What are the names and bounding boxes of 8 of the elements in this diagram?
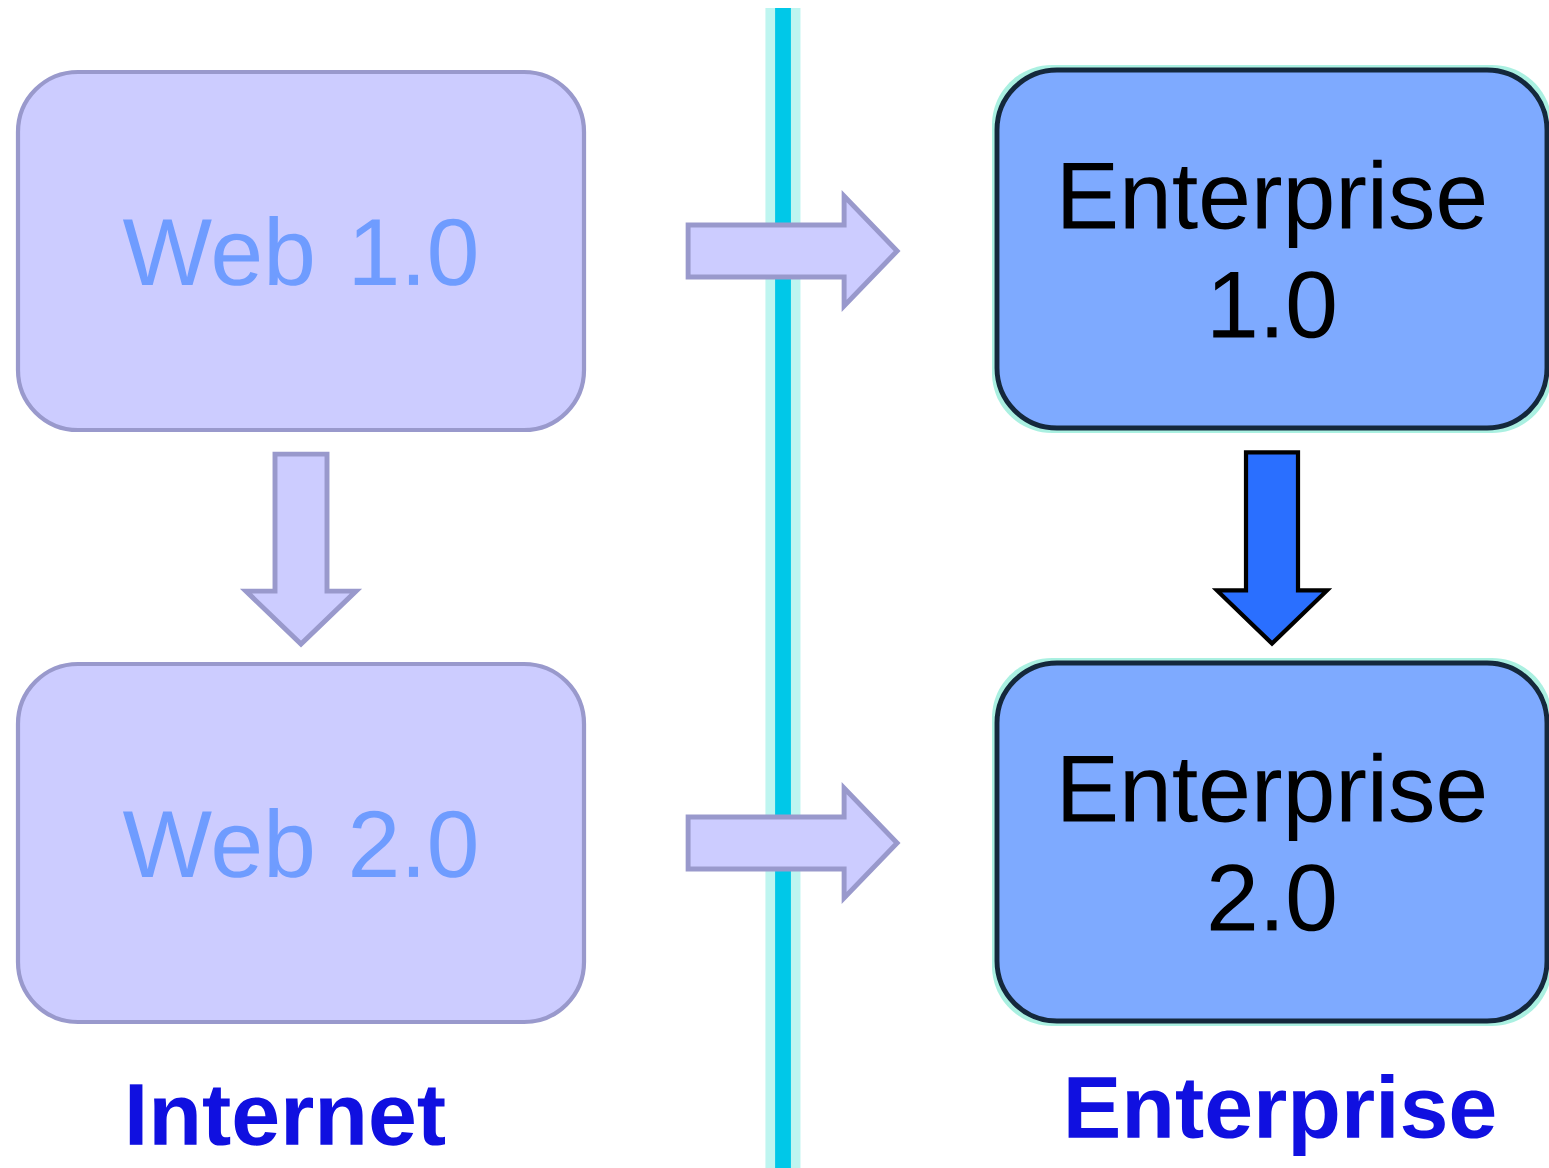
- rounded-box: Web 2.0: [15, 661, 587, 1025]
- rounded-box: Enterprise 1.0: [994, 67, 1549, 431]
- rounded-box: Web 1.0: [15, 69, 587, 433]
- block-arrow: [685, 189, 901, 313]
- rounded-box: Enterprise 2.0: [994, 660, 1549, 1024]
- block-arrow: [1211, 450, 1333, 647]
- block-arrow: [685, 781, 901, 905]
- block-arrow: [239, 451, 363, 648]
